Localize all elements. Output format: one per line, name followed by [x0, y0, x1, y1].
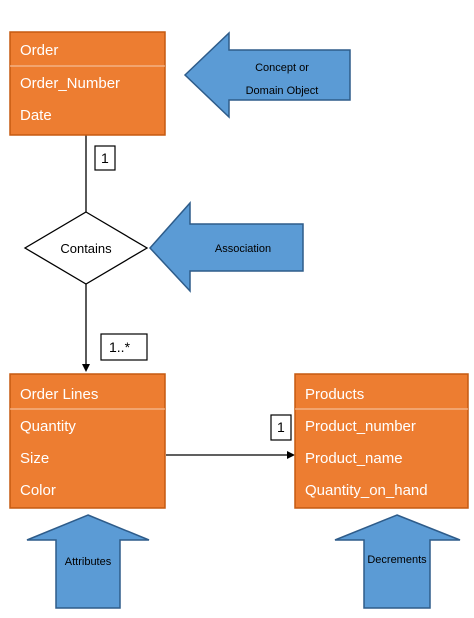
- order-lines-attribute-quantity: Quantity: [20, 418, 76, 435]
- decrements-callout-arrow: Decrements: [334, 514, 461, 609]
- order-lines-entity-title: Order Lines: [20, 386, 98, 403]
- association-label: Contains: [60, 241, 112, 256]
- concept-callout-line2: Domain Object: [246, 85, 319, 97]
- multiplicity-order: 1: [94, 145, 116, 171]
- multiplicity-products: 1: [270, 414, 292, 441]
- attributes-callout-label: Attributes: [65, 556, 112, 568]
- multiplicity-order-text: 1: [101, 150, 109, 166]
- multiplicity-order-lines: 1..*: [100, 333, 148, 361]
- decrements-callout-label: Decrements: [367, 554, 427, 566]
- concept-callout-arrow: Concept or Domain Object: [183, 31, 351, 119]
- order-lines-arrowhead: [82, 364, 90, 372]
- products-entity-title: Products: [305, 386, 364, 403]
- order-entity: Order Order_Number Date: [9, 31, 166, 136]
- association-callout-arrow: Association: [148, 201, 304, 293]
- order-lines-attribute-color: Color: [20, 482, 56, 499]
- order-lines-attribute-size: Size: [20, 450, 49, 467]
- products-entity: Products Product_number Product_name Qua…: [294, 373, 469, 509]
- products-attribute-quantity-on-hand: Quantity_on_hand: [305, 482, 428, 499]
- concept-callout-line1: Concept or: [255, 62, 309, 74]
- products-arrowhead: [287, 451, 295, 459]
- products-attribute-product-name: Product_name: [305, 450, 403, 467]
- order-lines-entity: Order Lines Quantity Size Color: [9, 373, 166, 509]
- order-attribute-date: Date: [20, 107, 52, 124]
- products-attribute-product-number: Product_number: [305, 418, 416, 435]
- multiplicity-products-text: 1: [277, 419, 285, 435]
- association-diamond: Contains: [23, 211, 149, 285]
- multiplicity-order-lines-text: 1..*: [109, 339, 131, 355]
- attributes-callout-arrow: Attributes: [26, 514, 150, 609]
- order-attribute-order-number: Order_Number: [20, 75, 120, 92]
- association-callout-label: Association: [215, 243, 271, 255]
- order-entity-title: Order: [20, 42, 58, 59]
